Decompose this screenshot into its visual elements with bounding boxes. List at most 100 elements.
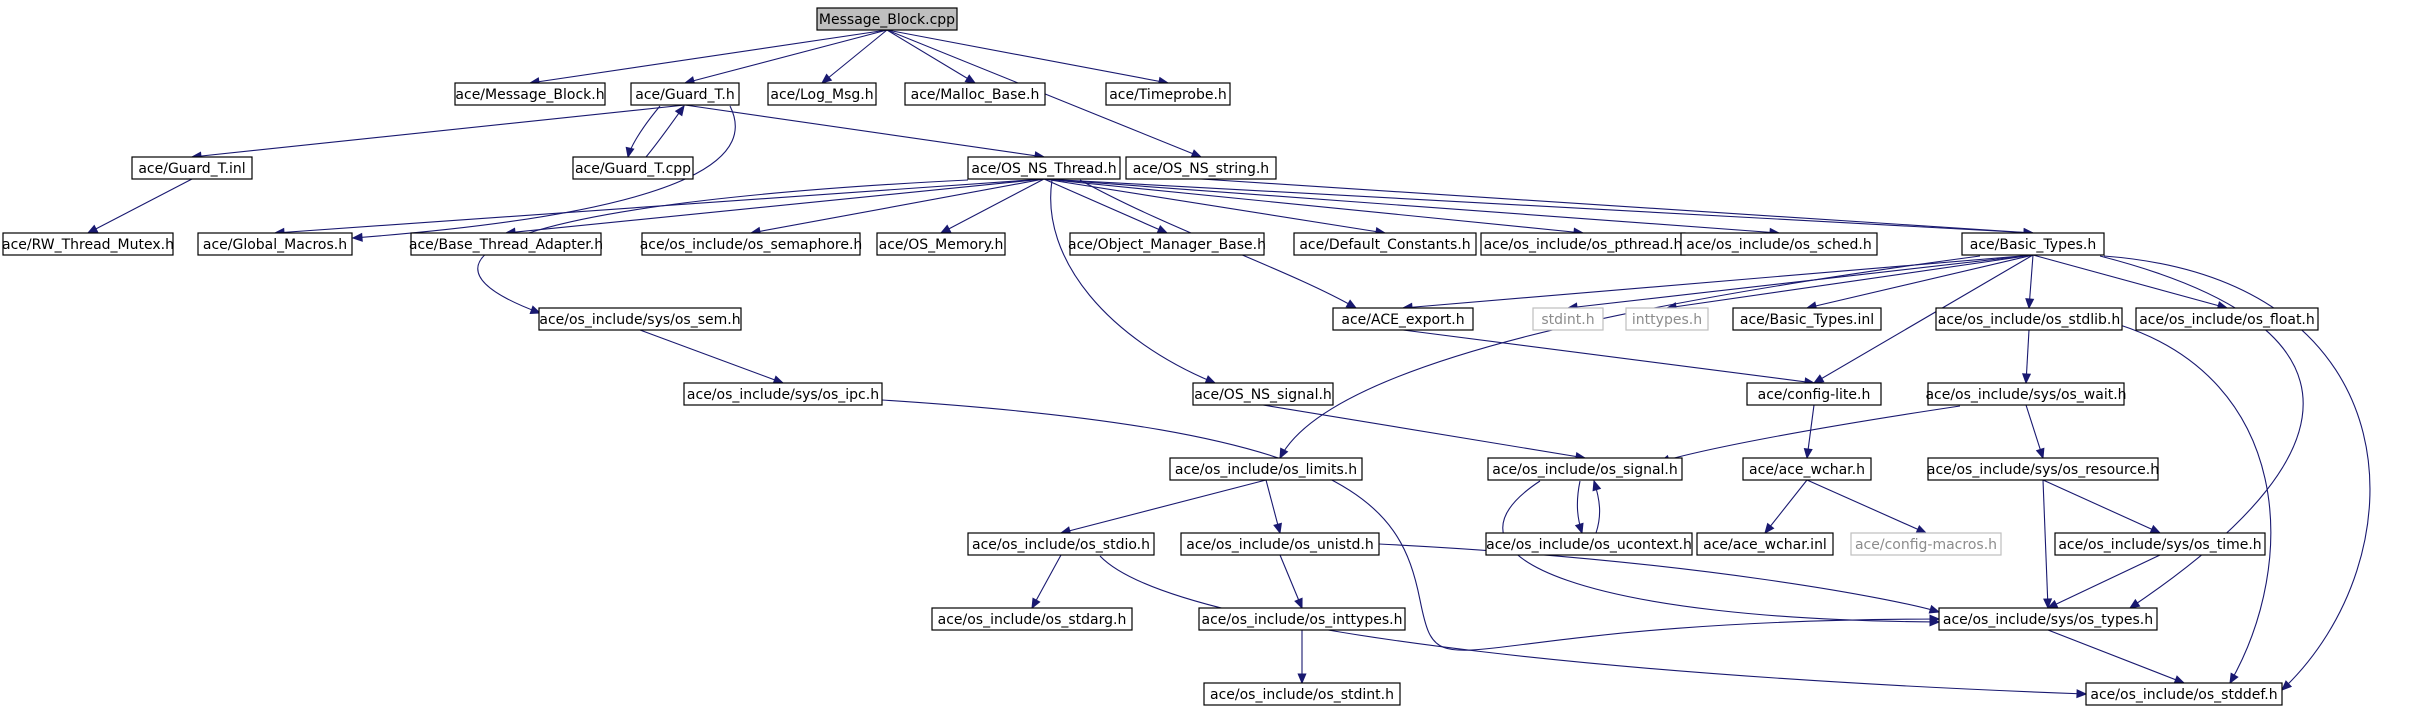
node-box xyxy=(1746,382,1882,406)
edge-sys-os-types-h-to-os-stddef-h-arrowhead xyxy=(2173,675,2186,684)
edge-sys-os-resource-h-to-sys-os-types-h xyxy=(2042,479,2049,609)
edge-os-ns-thread-h-to-ace-export-h-arrowhead xyxy=(1345,299,1358,309)
node-basic-types-inl[interactable]: ace/Basic_Types.inl xyxy=(1732,307,1882,331)
node-stdint-h[interactable]: stdint.h xyxy=(1532,307,1604,331)
edge-guard-t-h-to-guard-t-cpp-arrowhead xyxy=(625,146,635,159)
node-label: ace/OS_Memory.h xyxy=(879,237,1004,253)
node-box xyxy=(1169,457,1363,481)
node-label: ace/os_include/sys/os_ipc.h xyxy=(687,387,879,403)
node-os-ucontext-h[interactable]: ace/os_include/os_ucontext.h xyxy=(1485,532,1693,556)
edge-os-ns-thread-h-to-os-semaphore-h xyxy=(750,178,1045,234)
edge-basic-types-h-to-stdint-h xyxy=(1567,254,2034,309)
node-label: ace/os_include/os_stddef.h xyxy=(2090,687,2277,703)
edge-basic-types-h-to-basic-types-inl xyxy=(1806,254,2034,309)
node-guard-t-h[interactable]: ace/Guard_T.h xyxy=(630,82,740,106)
node-guard-t-inl[interactable]: ace/Guard_T.inl xyxy=(131,156,253,180)
node-box xyxy=(410,232,602,256)
node-box xyxy=(2054,532,2266,556)
node-os-ns-signal-h[interactable]: ace/OS_NS_signal.h xyxy=(1192,382,1334,406)
node-sys-os-ipc-h[interactable]: ace/os_include/sys/os_ipc.h xyxy=(683,382,883,406)
edge-sys-os-wait-h-to-os-signal-h xyxy=(1659,405,1961,463)
node-label: ace/Guard_T.h xyxy=(635,87,735,103)
node-os-stdlib-h[interactable]: ace/os_include/os_stdlib.h xyxy=(1935,307,2123,331)
node-label: inttypes.h xyxy=(1632,312,1702,328)
edge-message-block-cpp-to-message-block-h xyxy=(529,29,888,84)
node-box xyxy=(1532,307,1604,331)
node-box xyxy=(454,82,606,106)
edge-sys-os-wait-h-to-sys-os-resource-h-arrowhead xyxy=(2035,447,2045,460)
node-os-stdint-h[interactable]: ace/os_include/os_stdint.h xyxy=(1203,682,1401,706)
edge-sys-os-sem-h-to-sys-os-ipc-h-arrowhead xyxy=(772,375,785,384)
edge-os-stdio-h-to-os-stdarg-h xyxy=(1031,554,1062,609)
node-box xyxy=(1203,682,1401,706)
node-log-msg-h[interactable]: ace/Log_Msg.h xyxy=(767,82,877,106)
node-sys-os-types-h[interactable]: ace/os_include/sys/os_types.h xyxy=(1938,607,2158,631)
edge-os-stdio-h-to-os-stddef-h-arrowhead xyxy=(2076,689,2088,699)
node-sys-os-resource-h[interactable]: ace/os_include/sys/os_resource.h xyxy=(1927,457,2159,481)
node-os-memory-h[interactable]: ace/OS_Memory.h xyxy=(876,232,1006,256)
node-inttypes-h[interactable]: inttypes.h xyxy=(1625,307,1709,331)
node-label: ace/os_include/os_stdlib.h xyxy=(1938,312,2120,328)
node-box xyxy=(1293,232,1477,256)
node-os-semaphore-h[interactable]: ace/os_include/os_semaphore.h xyxy=(640,232,863,256)
node-label: ace/OS_NS_string.h xyxy=(1133,161,1269,177)
edge-ace-wchar-h-to-config-macros-h xyxy=(1806,479,1927,534)
node-os-sched-h[interactable]: ace/os_include/os_sched.h xyxy=(1680,232,1878,256)
edge-message-block-cpp-to-log-msg-h-arrowhead xyxy=(821,73,833,84)
node-box xyxy=(1696,532,1834,556)
node-label: ace/ace_wchar.inl xyxy=(1703,537,1827,553)
node-guard-t-cpp[interactable]: ace/Guard_T.cpp xyxy=(572,156,694,180)
node-os-unistd-h[interactable]: ace/os_include/os_unistd.h xyxy=(1180,532,1380,556)
node-sys-os-sem-h[interactable]: ace/os_include/sys/os_sem.h xyxy=(538,307,742,331)
node-box xyxy=(1332,307,1474,331)
edge-guard-t-h-to-os-ns-thread-h xyxy=(684,104,1045,158)
node-box xyxy=(931,607,1133,631)
node-rw-thread-mutex-h[interactable]: ace/RW_Thread_Mutex.h xyxy=(2,232,174,256)
edge-os-ns-thread-h-to-base-thread-adapter-h xyxy=(505,178,1045,234)
node-ace-export-h[interactable]: ace/ACE_export.h xyxy=(1332,307,1474,331)
node-label: ace/Guard_T.cpp xyxy=(575,161,691,177)
edge-os-stdlib-h-to-os-stddef-h xyxy=(2119,324,2272,684)
node-config-lite-h[interactable]: ace/config-lite.h xyxy=(1746,382,1882,406)
node-object-manager-base-h[interactable]: ace/Object_Manager_Base.h xyxy=(1068,232,1266,256)
edge-os-signal-h-to-sys-os-types-h-arrowhead xyxy=(1929,617,1941,627)
node-ace-wchar-inl[interactable]: ace/ace_wchar.inl xyxy=(1696,532,1834,556)
node-basic-types-h[interactable]: ace/Basic_Types.h xyxy=(1961,232,2105,256)
node-config-macros-h[interactable]: ace/config-macros.h xyxy=(1850,532,2002,556)
node-os-stdio-h[interactable]: ace/os_include/os_stdio.h xyxy=(967,532,1155,556)
edge-os-ucontext-h-to-os-signal-h-arrowhead xyxy=(1592,479,1602,492)
node-label: ace/os_include/os_semaphore.h xyxy=(640,237,863,253)
node-label: ace/os_include/os_limits.h xyxy=(1175,462,1357,478)
node-box xyxy=(1105,82,1231,106)
node-ace-wchar-h[interactable]: ace/ace_wchar.h xyxy=(1742,457,1872,481)
node-os-stdarg-h[interactable]: ace/os_include/os_stdarg.h xyxy=(931,607,1133,631)
node-os-ns-thread-h[interactable]: ace/OS_NS_Thread.h xyxy=(967,156,1121,180)
edge-basic-types-h-to-os-stddef-h-arrowhead xyxy=(2281,680,2293,691)
node-global-macros-h[interactable]: ace/Global_Macros.h xyxy=(197,232,353,256)
node-box xyxy=(1485,532,1693,556)
node-os-stddef-h[interactable]: ace/os_include/os_stddef.h xyxy=(2085,682,2283,706)
node-base-thread-adapter-h[interactable]: ace/Base_Thread_Adapter.h xyxy=(409,232,603,256)
node-timeprobe-h[interactable]: ace/Timeprobe.h xyxy=(1105,82,1231,106)
edge-os-unistd-h-to-os-inttypes-h xyxy=(1279,554,1303,609)
node-label: ace/Basic_Types.h xyxy=(1970,237,2096,253)
node-label: Message_Block.cpp xyxy=(819,12,955,28)
node-box xyxy=(1180,532,1380,556)
edge-sys-os-resource-h-to-sys-os-types-h-arrowhead xyxy=(2043,598,2053,610)
node-message-block-h[interactable]: ace/Message_Block.h xyxy=(454,82,606,106)
node-box xyxy=(1927,457,2159,481)
node-os-limits-h[interactable]: ace/os_include/os_limits.h xyxy=(1169,457,1363,481)
node-os-inttypes-h[interactable]: ace/os_include/os_inttypes.h xyxy=(1198,607,1406,631)
node-default-constants-h[interactable]: ace/Default_Constants.h xyxy=(1293,232,1477,256)
node-os-float-h[interactable]: ace/os_include/os_float.h xyxy=(2135,307,2319,331)
node-sys-os-wait-h[interactable]: ace/os_include/sys/os_wait.h xyxy=(1925,382,2127,406)
edge-sys-os-resource-h-to-sys-os-time-h xyxy=(2042,479,2161,534)
node-os-ns-string-h[interactable]: ace/OS_NS_string.h xyxy=(1125,156,1277,180)
node-sys-os-time-h[interactable]: ace/os_include/sys/os_time.h xyxy=(2054,532,2266,556)
node-message-block-cpp[interactable]: Message_Block.cpp xyxy=(816,7,958,31)
node-malloc-base-h[interactable]: ace/Malloc_Base.h xyxy=(904,82,1046,106)
node-os-signal-h[interactable]: ace/os_include/os_signal.h xyxy=(1487,457,1683,481)
node-label: ace/ace_wchar.h xyxy=(1749,462,1865,478)
node-os-pthread-h[interactable]: ace/os_include/os_pthread.h xyxy=(1480,232,1686,256)
node-box xyxy=(131,156,253,180)
